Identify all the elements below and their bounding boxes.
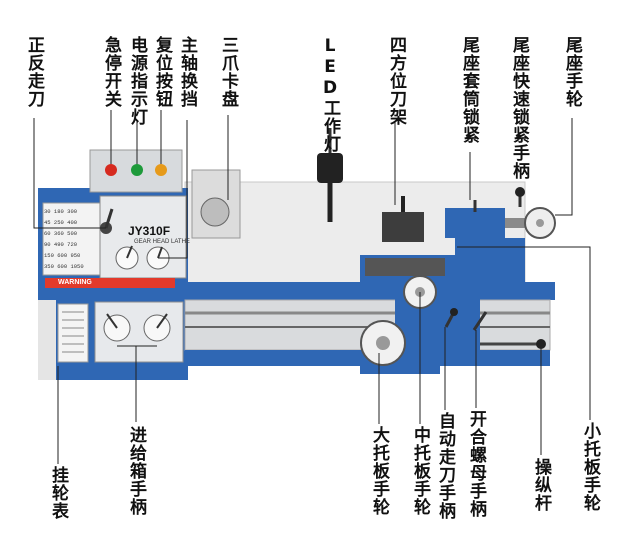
label-tailstock-handwheel: 尾座手轮 <box>562 36 582 108</box>
carriage-handwheel-hub <box>376 336 390 350</box>
speed-chart-row: 150 600 950 <box>44 252 81 259</box>
speed-chart-row: 350 600 1050 <box>44 263 84 270</box>
gear-dial-pointer-left <box>126 245 133 259</box>
leader-lines <box>33 110 591 464</box>
side-panel <box>38 300 56 380</box>
tailstock-screw <box>505 218 537 228</box>
speed-chart-row: 90 490 720 <box>44 241 78 248</box>
label-forward-reverse-feed: 正反走刀 <box>24 36 44 108</box>
led-work-lamp[interactable] <box>317 153 343 183</box>
label-led-work-lamp: LED工作灯 <box>320 36 340 153</box>
warning-label: WARNING <box>58 279 92 286</box>
chuck-guard <box>191 169 241 239</box>
label-half-nut-handle: 开合螺母手柄 <box>466 410 486 518</box>
label-tailstock-quill-lock: 尾座套筒锁紧 <box>459 36 479 144</box>
label-auto-feed-handle: 自动走刀手柄 <box>435 412 455 520</box>
speed-chart-table: 30 180 300 45 250 400 60 360 500 90 490 … <box>44 206 100 272</box>
reset-button[interactable] <box>155 164 167 176</box>
lathe-bed-top <box>185 282 555 300</box>
label-emergency-stop: 急停开关 <box>101 36 121 108</box>
label-three-jaw-chuck: 三爪卡盘 <box>218 36 238 108</box>
warning-strip <box>45 278 175 288</box>
emergency-stop-button[interactable] <box>105 164 117 176</box>
model-subtitle: GEAR HEAD LATHE <box>134 239 190 245</box>
feed-gearbox-lever-left[interactable] <box>106 313 118 329</box>
gear-dial-pointer-right <box>157 246 163 259</box>
half-nut-lever[interactable] <box>472 311 488 331</box>
power-indicator-light <box>131 164 143 176</box>
label-tailstock-quick-lock-handle: 尾座快速锁紧手柄 <box>509 36 529 180</box>
feed-direction-lever[interactable] <box>104 208 114 229</box>
label-reset-button: 复位按钮 <box>152 36 172 108</box>
four-way-tool-post <box>382 212 424 242</box>
speed-chart-row: 45 250 400 <box>44 219 78 226</box>
speed-chart-row: 60 360 500 <box>44 230 78 237</box>
feed-gearbox-lever-right[interactable] <box>156 313 168 329</box>
cross-slide <box>365 258 445 276</box>
label-power-indicator: 电源指示灯 <box>127 36 147 126</box>
label-carriage-handwheel: 大托板手轮 <box>369 426 389 516</box>
label-four-way-tool-post: 四方位刀架 <box>386 36 406 126</box>
label-spindle-gear-shift: 主轴换挡 <box>177 36 197 108</box>
tailstock-quill-housing <box>445 208 505 238</box>
model-badge: JY310F <box>128 224 171 238</box>
label-change-gear-chart: 挂轮表 <box>48 466 68 520</box>
label-operating-lever: 操纵杆 <box>531 458 551 512</box>
label-compound-slide-handwheel: 小托板手轮 <box>580 422 600 512</box>
label-cross-slide-handwheel: 中托板手轮 <box>410 426 430 516</box>
change-gear-chart <box>57 303 89 363</box>
speed-chart-row: 30 180 300 <box>44 208 78 215</box>
three-jaw-chuck <box>200 197 230 227</box>
label-feed-gearbox-handle: 进给箱手柄 <box>126 426 146 516</box>
tailstock-body <box>455 238 525 282</box>
